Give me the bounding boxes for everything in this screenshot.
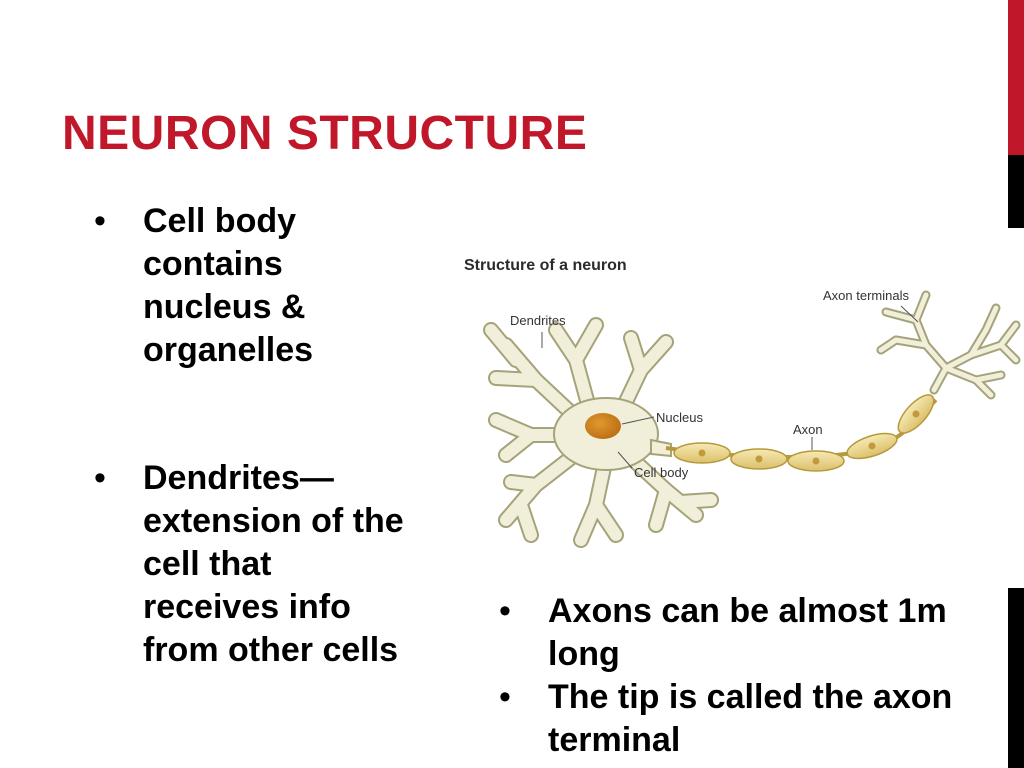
label-cell-body: Cell body bbox=[634, 465, 689, 480]
accent-bar-black-bottom bbox=[1008, 588, 1024, 768]
accent-bar-black bbox=[1008, 155, 1024, 228]
bullet-glyph: • bbox=[499, 592, 511, 630]
axon-terminals-group bbox=[876, 290, 1021, 400]
right-bullet-list: • Axons can be almost 1m long • The tip … bbox=[499, 590, 979, 762]
myelin-sheaths bbox=[673, 394, 935, 472]
bullet-item-cell-body: • Cell body contains nucleus & organelle… bbox=[94, 200, 414, 372]
bullet-text: Axons can be almost 1m long bbox=[548, 592, 947, 673]
label-axon-terminals: Axon terminals bbox=[823, 288, 909, 303]
dendrites-group bbox=[483, 317, 719, 548]
bullet-item-axon-length: • Axons can be almost 1m long bbox=[499, 590, 979, 676]
bullet-item-dendrites: • Dendrites—extension of the cell that r… bbox=[94, 457, 414, 672]
bullet-glyph: • bbox=[94, 202, 106, 240]
bullet-item-axon-terminal: • The tip is called the axon terminal bbox=[499, 676, 979, 762]
bullet-text: Cell body contains nucleus & organelles bbox=[143, 202, 314, 369]
neuron-illustration bbox=[483, 290, 1021, 548]
diagram-title: Structure of a neuron bbox=[464, 257, 627, 274]
bullet-glyph: • bbox=[94, 459, 106, 497]
accent-bar-red bbox=[1008, 0, 1024, 155]
neuron-diagram: Structure of a neuron bbox=[456, 250, 1024, 560]
nucleus-shape bbox=[585, 413, 621, 439]
bullet-text: Dendrites—extension of the cell that rec… bbox=[143, 459, 404, 669]
left-bullet-list: • Cell body contains nucleus & organelle… bbox=[94, 200, 414, 757]
label-dendrites: Dendrites bbox=[510, 313, 566, 328]
label-nucleus: Nucleus bbox=[656, 410, 703, 425]
bullet-text: The tip is called the axon terminal bbox=[548, 678, 953, 759]
label-axon: Axon bbox=[793, 422, 823, 437]
leader-lines bbox=[541, 305, 919, 469]
slide-title: NEURON STRUCTURE bbox=[62, 107, 588, 160]
bullet-glyph: • bbox=[499, 678, 511, 716]
